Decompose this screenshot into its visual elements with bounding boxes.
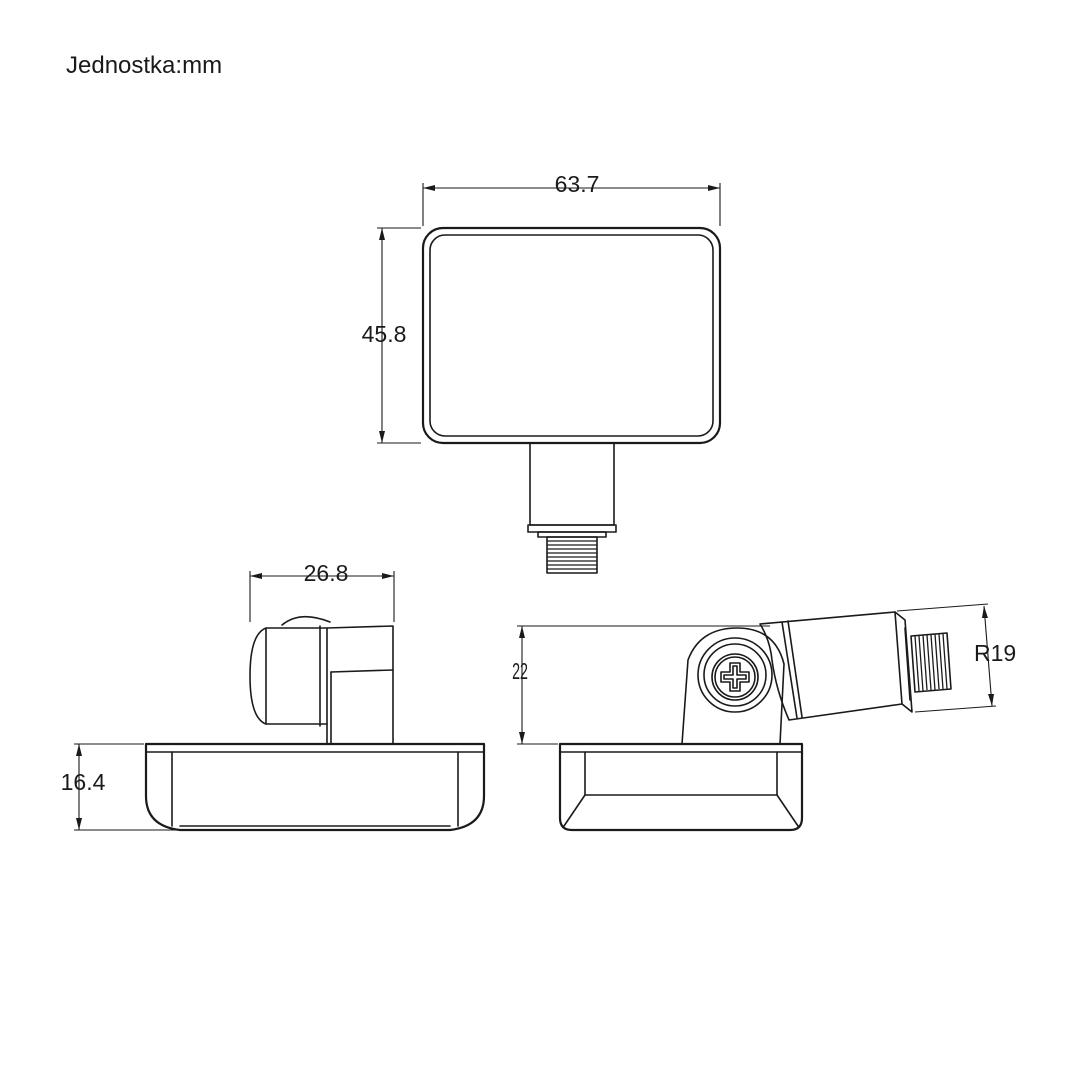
rotated-connector-thread xyxy=(914,633,948,692)
front-height-dimension: 45.8 xyxy=(362,227,421,444)
rotated-view: 22 R19 xyxy=(512,603,1016,832)
front-width-dimension: 63.7 xyxy=(422,171,721,226)
side-depth-label: 26.8 xyxy=(304,560,349,586)
front-height-label: 45.8 xyxy=(362,321,407,347)
side-height-dimension: 16.4 xyxy=(61,743,176,831)
radius-label: R19 xyxy=(974,640,1016,666)
radius-dimension: R19 xyxy=(896,603,1016,713)
side-depth-dimension: 26.8 xyxy=(249,560,395,622)
side-knob xyxy=(249,627,328,725)
side-view: 26.8 16.4 xyxy=(61,560,486,832)
side-housing xyxy=(144,742,486,832)
bracket-height-label: 22 xyxy=(512,660,528,685)
rotated-bracket xyxy=(681,627,785,745)
front-housing-inner xyxy=(429,234,714,437)
side-bracket xyxy=(326,625,394,745)
rotated-housing xyxy=(558,742,804,832)
rotated-body xyxy=(759,611,903,721)
front-connector xyxy=(546,536,598,574)
unit-label: Jednostka:mm xyxy=(66,52,223,79)
phillips-screw-icon xyxy=(720,662,750,692)
front-stem xyxy=(529,442,615,526)
front-width-label: 63.7 xyxy=(555,171,600,197)
front-view: 63.7 45.8 xyxy=(362,171,722,574)
front-housing-outer xyxy=(421,226,722,445)
side-height-label: 16.4 xyxy=(61,769,106,795)
pivot-outer-ring xyxy=(697,637,773,713)
bracket-height-dimension: 22 xyxy=(512,625,770,745)
front-connector-thread xyxy=(547,540,597,570)
